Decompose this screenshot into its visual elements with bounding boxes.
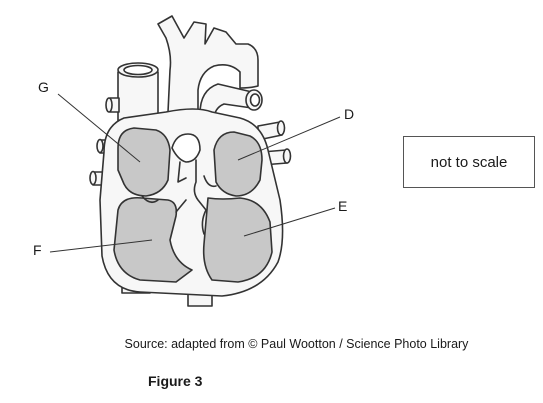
label-d: D [344, 106, 354, 122]
left-ventricle [202, 197, 273, 283]
source-credit: Source: adapted from © Paul Wootton / Sc… [124, 337, 469, 351]
label-f: F [33, 242, 42, 258]
leader-line-g [57, 93, 141, 163]
leader-line-d [237, 116, 341, 161]
scale-note: not to scale [430, 153, 508, 171]
leader-lines [49, 93, 341, 253]
scale-note-box: not to scale [403, 136, 535, 188]
leader-line-f [49, 239, 153, 253]
right-atrium [117, 127, 171, 197]
valves-and-septum [141, 133, 217, 235]
figure-title: Figure 3 [148, 373, 203, 389]
label-g: G [38, 79, 49, 95]
leader-line-e [243, 207, 336, 237]
aortic-arch [157, 15, 259, 113]
label-e: E [338, 198, 347, 214]
right-ventricle [113, 196, 193, 283]
left-atrium [213, 131, 263, 197]
